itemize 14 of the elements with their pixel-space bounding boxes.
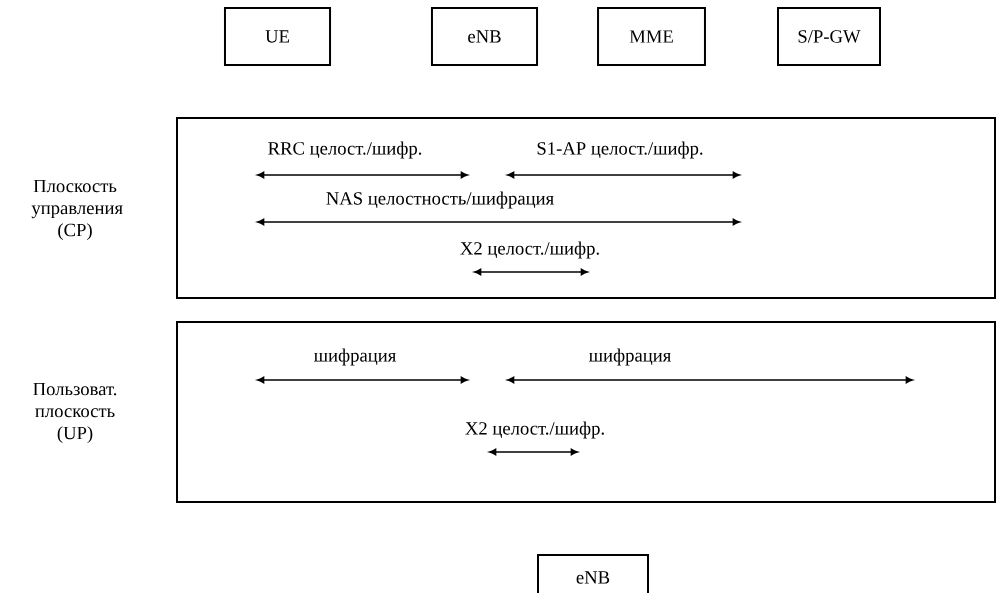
arrow-label: X2 целост./шифр.	[465, 421, 604, 439]
arrow-label: X2 целост./шифр.	[460, 241, 599, 259]
arrow-label: NAS целостность/шифрация	[326, 191, 554, 209]
arrow-label: шифрация	[589, 348, 671, 366]
entity-box: S/P-GW	[777, 6, 881, 67]
entity-box: eNB	[537, 553, 649, 593]
entity-box: UE	[224, 6, 332, 67]
node-label: Пользоват. плоскость (UP)	[33, 382, 117, 444]
arrow-label: S1-AP целост./шифр.	[537, 141, 703, 159]
entity-box: eNB	[430, 6, 539, 67]
arrow-label: шифрация	[314, 348, 396, 366]
node-label: Плоскость управления (CP)	[31, 179, 123, 241]
arrow-label: RRC целост./шифр.	[268, 141, 422, 159]
entity-box: MME	[597, 6, 706, 67]
